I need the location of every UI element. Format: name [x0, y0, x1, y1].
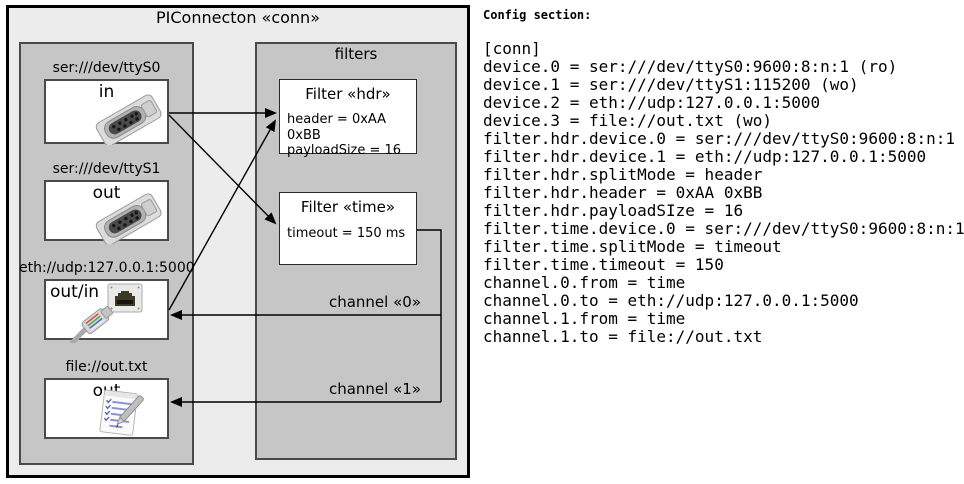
- config-section-heading: Config section:: [483, 8, 592, 22]
- filter-hdr-properties: header = 0xAA 0xBB payloadSize = 16: [287, 112, 402, 158]
- filters-group-title: filters: [334, 45, 378, 63]
- device-port-name: out/in: [50, 282, 100, 302]
- device-label-eth: eth://udp:127.0.0.1:5000: [19, 260, 195, 276]
- device-box-eth: out/in: [44, 279, 169, 343]
- filter-time-box: Filter «time» timeout = 150 ms: [279, 192, 417, 265]
- channel-0-label: channel «0»: [328, 293, 421, 311]
- config-section-body: [conn] device.0 = ser:///dev/ttyS0:9600:…: [483, 39, 964, 346]
- channel-1-label: channel «1»: [328, 380, 421, 398]
- filter-hdr-title: Filter «hdr»: [305, 85, 391, 103]
- device-label-file: file://out.txt: [65, 359, 148, 375]
- component-title: PIConnecton «conn»: [156, 8, 320, 27]
- filter-time-title: Filter «time»: [300, 198, 396, 216]
- device-label-ttys1: ser:///dev/ttyS1: [52, 161, 161, 177]
- filter-hdr-box: Filter «hdr» header = 0xAA 0xBB payloadS…: [279, 79, 417, 158]
- filter-time-properties: timeout = 150 ms: [287, 226, 406, 241]
- device-port-name: out: [92, 183, 121, 203]
- device-label-ttys0: ser:///dev/ttyS0: [52, 60, 161, 76]
- ethernet-cable-image: [69, 306, 114, 343]
- device-port-name: out: [92, 381, 121, 401]
- device-port-name: in: [98, 82, 115, 102]
- device-box-ttys0: in: [44, 79, 169, 145]
- device-box-file: out: [44, 378, 169, 439]
- device-box-ttys1: out: [44, 180, 169, 244]
